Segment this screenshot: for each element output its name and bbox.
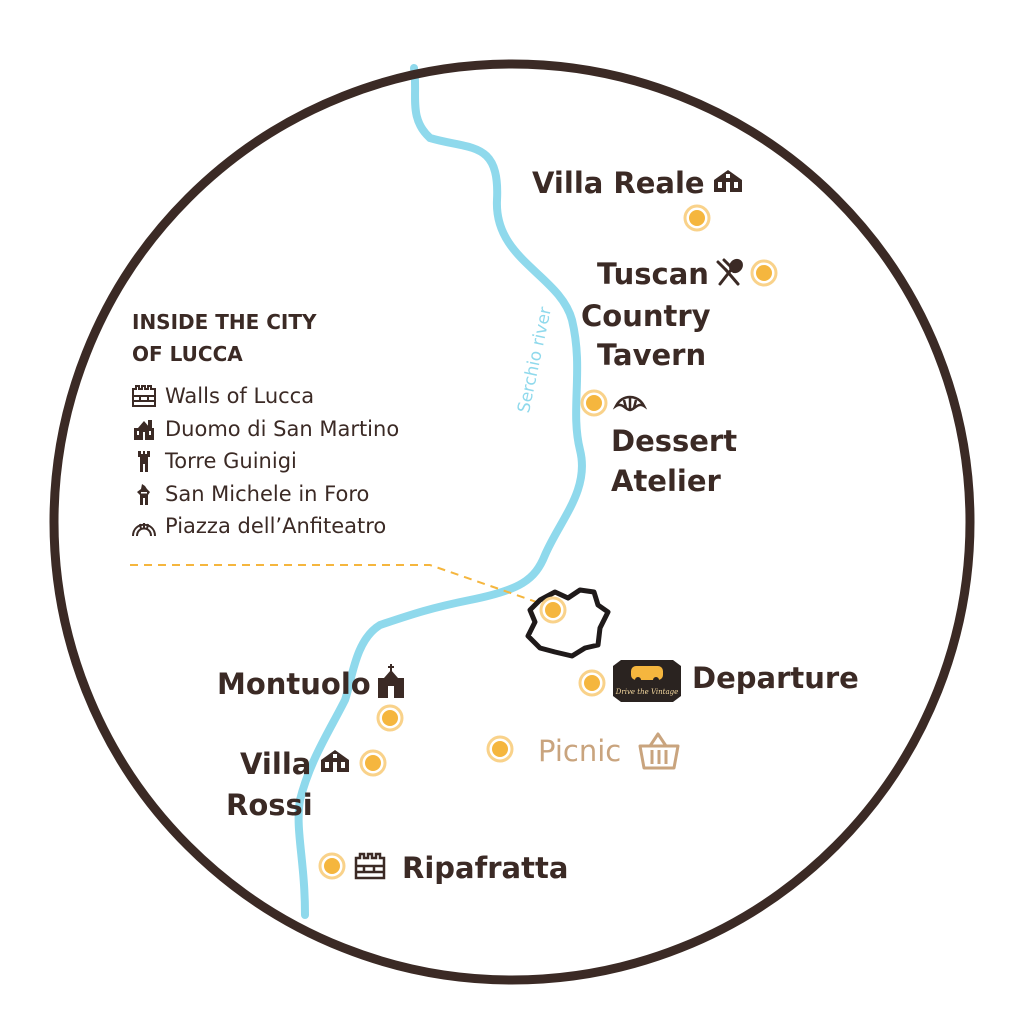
cathedral-icon [134, 419, 154, 440]
marker-dessert-atelier[interactable] [580, 389, 608, 417]
place-label-departure: Departure [692, 661, 859, 695]
badge-text: Drive the Vintage [615, 688, 679, 696]
church-facade-icon [137, 483, 150, 505]
marker-lucca[interactable] [539, 596, 567, 624]
croissant-icon [612, 395, 648, 412]
place-label-villa-reale: Villa Reale [532, 166, 705, 200]
place-label-dessert-line2: Atelier [611, 464, 721, 498]
marker-picnic[interactable] [486, 735, 514, 763]
marker-villa-rossi[interactable] [359, 749, 387, 777]
route-dashed-line [130, 564, 549, 607]
legend-item-label: Walls of Lucca [165, 384, 315, 409]
amphitheatre-icon [132, 523, 156, 537]
marker-departure[interactable] [578, 669, 606, 697]
marker-montuolo[interactable] [376, 704, 404, 732]
drive-the-vintage-badge: Drive the Vintage [613, 660, 681, 702]
tower-icon [138, 451, 150, 473]
legend-item-label: Torre Guinigi [165, 449, 297, 474]
place-label-picnic: Picnic [538, 734, 622, 768]
legend-title: INSIDE THE CITY OF LUCCA [132, 306, 392, 370]
place-label-montuolo: Montuolo [217, 667, 371, 701]
place-label-tuscan-line3: Tavern [597, 338, 707, 372]
villa-icon [321, 750, 349, 772]
picnic-basket-icon [638, 732, 680, 770]
legend-item: Duomo di San Martino [132, 413, 399, 446]
marker-villa-reale[interactable] [683, 204, 711, 232]
place-label-villa-rossi-line1: Villa [240, 747, 312, 781]
legend-item: San Michele in Foro [132, 478, 399, 511]
place-label-ripafratta: Ripafratta [402, 851, 569, 885]
legend-item: Torre Guinigi [132, 445, 399, 478]
legend-title-line1: INSIDE THE CITY [132, 310, 317, 334]
marker-ripafratta[interactable] [318, 852, 346, 880]
legend-list: Walls of Lucca Duomo di San Martino Torr… [132, 380, 399, 543]
place-label-tuscan-line1: Tuscan [597, 257, 709, 291]
legend-item-label: San Michele in Foro [165, 481, 370, 506]
church-icon [378, 664, 404, 698]
marker-tuscan-country-tavern[interactable] [750, 259, 778, 287]
place-label-villa-rossi-line2: Rossi [226, 788, 313, 822]
place-label-dessert-line1: Dessert [611, 424, 738, 458]
map-border-circle [49, 59, 975, 985]
walls-icon [132, 385, 156, 408]
legend-item-label: Duomo di San Martino [165, 416, 400, 441]
legend-title-line2: OF LUCCA [132, 342, 243, 366]
fork-spoon-icon [716, 258, 743, 286]
castle-walls-icon [354, 852, 386, 880]
legend-item: Piazza dell’Anfiteatro [132, 510, 399, 543]
legend-item: Walls of Lucca [132, 380, 399, 413]
place-label-tuscan-line2: Country [581, 299, 711, 333]
serchio-river [294, 64, 586, 919]
lucca-walls-outline [525, 587, 611, 659]
villa-icon [714, 170, 742, 192]
legend-item-label: Piazza dell’Anfiteatro [165, 514, 387, 539]
